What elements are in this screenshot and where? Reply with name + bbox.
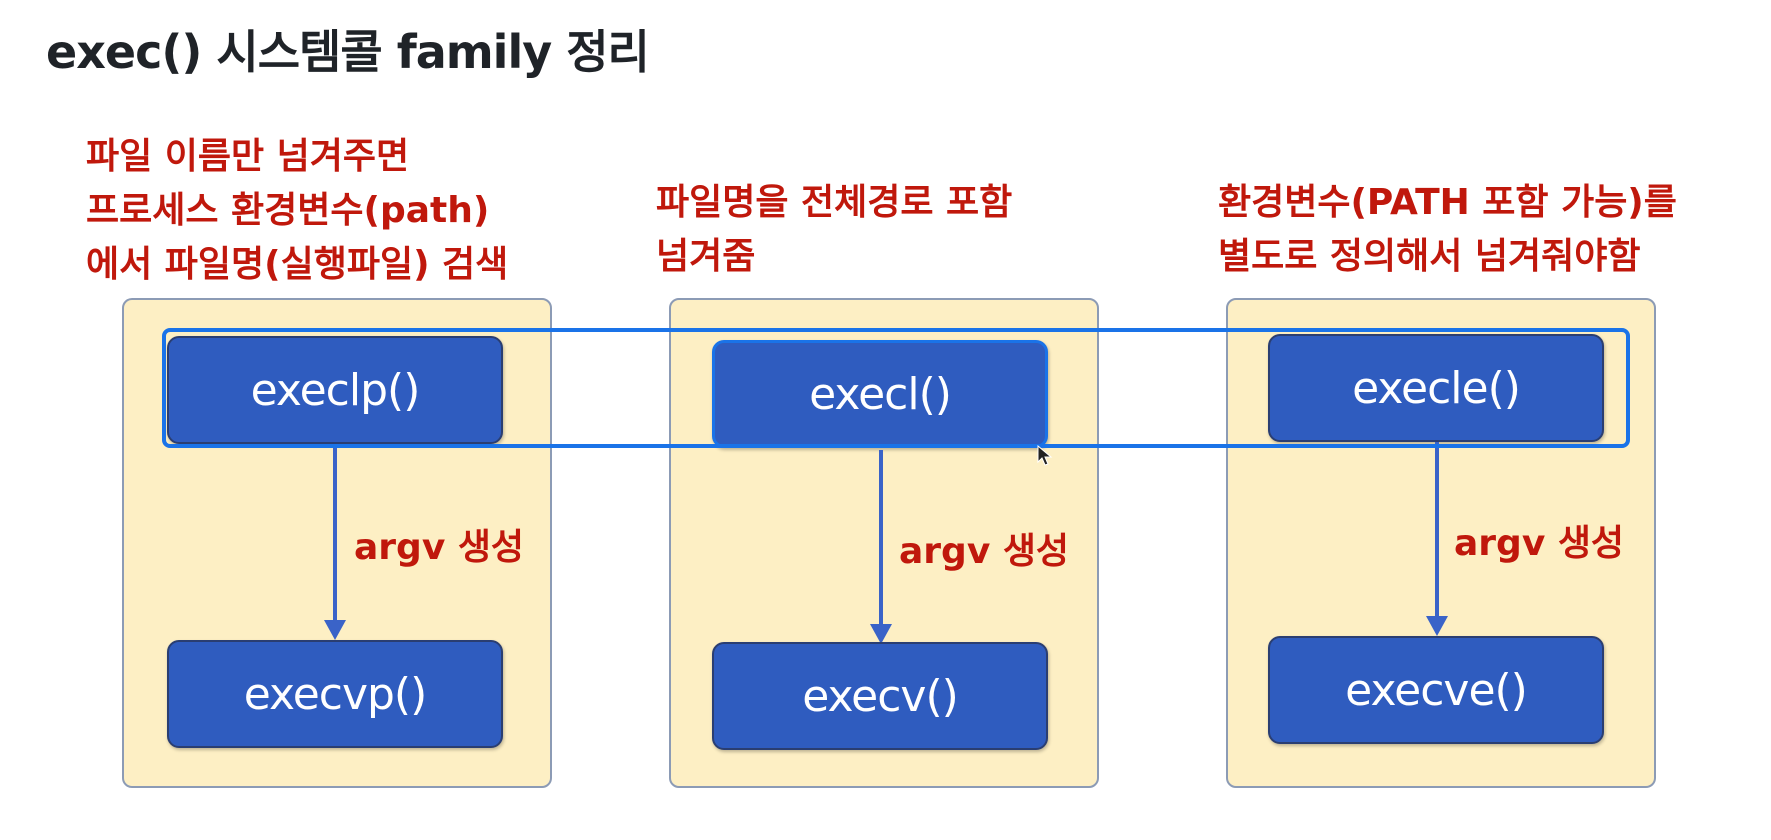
argv-label: argv 생성 <box>899 531 1070 572</box>
description-line: 파일 이름만 넘겨주면 <box>86 136 410 177</box>
execl-box: execl() <box>712 340 1048 448</box>
execle-box: execle() <box>1268 334 1604 442</box>
arrow-execlp-to-execvp <box>333 444 337 622</box>
arrow-execle-to-execve <box>1435 442 1439 618</box>
execve-box: execve() <box>1268 636 1604 744</box>
description-line: 프로세스 환경변수(path) <box>86 190 490 231</box>
description-line: 별도로 정의해서 넘겨줘야함 <box>1218 236 1641 277</box>
execlp-box: execlp() <box>167 336 503 444</box>
highlight-frame <box>162 328 1630 448</box>
description-line: 파일명을 전체경로 포함 <box>656 182 1013 223</box>
arrow-head-icon <box>324 620 346 640</box>
mouse-cursor-icon <box>1037 445 1053 466</box>
arrow-head-icon <box>1426 616 1448 636</box>
description-line: 에서 파일명(실행파일) 검색 <box>86 244 509 285</box>
argv-label: argv 생성 <box>354 527 525 568</box>
argv-label: argv 생성 <box>1454 523 1625 564</box>
arrow-execl-to-execv <box>879 450 883 626</box>
execv-box: execv() <box>712 642 1048 750</box>
description-execle: 환경변수(PATH 포함 가능)를 별도로 정의해서 넘겨줘야함 <box>1218 176 1677 284</box>
description-execlp: 파일 이름만 넘겨주면 프로세스 환경변수(path) 에서 파일명(실행파일)… <box>86 130 508 292</box>
description-line: 환경변수(PATH 포함 가능)를 <box>1218 182 1677 223</box>
page-title: exec() 시스템콜 family 정리 <box>46 25 650 79</box>
execvp-box: execvp() <box>167 640 503 748</box>
description-line: 넘겨줌 <box>656 236 756 277</box>
arrow-head-icon <box>870 624 892 644</box>
description-execl: 파일명을 전체경로 포함 넘겨줌 <box>656 176 1012 284</box>
